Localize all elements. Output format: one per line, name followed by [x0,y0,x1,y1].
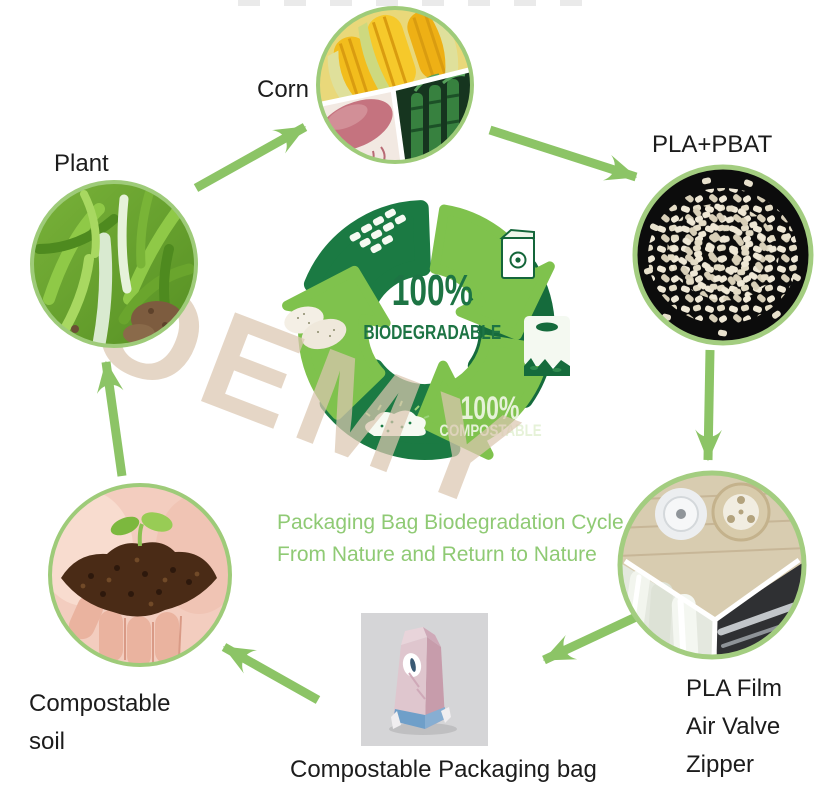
compostable-label: COMPOSTABLE [438,421,542,440]
cycle-caption-line2: From Nature and Return to Nature [277,543,597,566]
pla-pbat-photo [632,164,814,346]
potatoes-illustration [284,306,347,350]
plant-photo [30,180,198,348]
biodegradable-percent: 100% [391,266,473,315]
soil-photo [48,483,232,667]
label-air-valve: Air Valve [686,713,781,740]
label-compostable: Compostable [29,690,171,717]
arrow-soil-to-plant [96,360,127,477]
cropped-text-remnant [238,0,588,6]
bottles-illustration [348,207,407,255]
arrow-components-to-bag [542,612,638,665]
arrow-corn-to-pla [488,125,638,182]
arrow-plant-to-corn [193,123,308,192]
label-corn: Corn [257,76,310,103]
shopping-bag-illustration [524,316,570,376]
biodegradable-label: BIODEGRADABLE [363,322,501,344]
label-pla-film: PLA Film [686,675,783,702]
recycle-cycle-graphic [240,158,610,508]
paper-bag-illustration [499,228,535,279]
label-plant: Plant [54,150,109,177]
label-zipper: Zipper [686,751,755,778]
label-soil: soil [29,728,66,755]
compost-illustration [365,400,430,436]
arrow-bag-to-soil [221,643,321,704]
bag-photo [361,613,488,746]
label-pla-pbat: PLA+PBAT [652,131,773,158]
label-bag-caption: Compostable Packaging bag [290,756,597,783]
corn-photo [316,6,474,164]
compostable-percent: 100% [460,390,520,426]
cycle-caption-line1: Packaging Bag Biodegradation Cycle [277,511,624,534]
components-photo [617,470,807,660]
arrow-pla-to-components [695,349,722,462]
